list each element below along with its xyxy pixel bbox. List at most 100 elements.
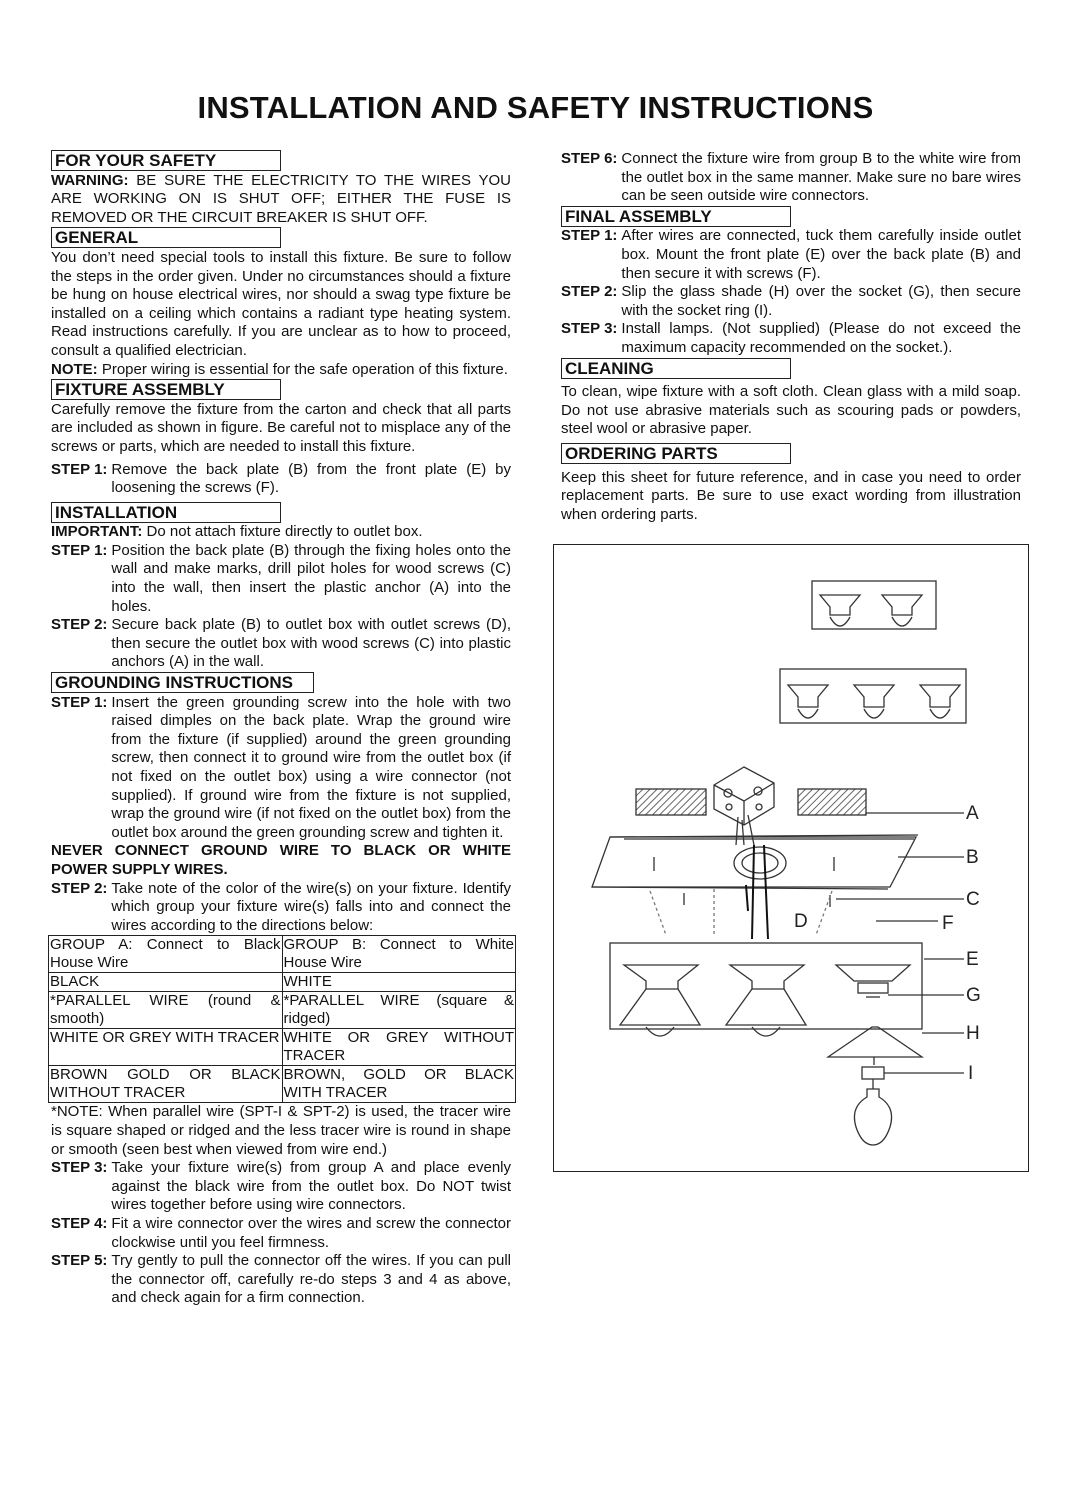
table-cell: BROWN GOLD OR BLACK WITHOUT TRACER [48, 1065, 283, 1104]
grounding-step-3: STEP 3: Take your fixture wire(s) from g… [51, 1159, 511, 1215]
step-label: STEP 3: [51, 1159, 108, 1177]
step-text: Slip the glass shade (H) over the socket… [621, 283, 1021, 319]
grounding-step-1: STEP 1: Insert the green grounding screw… [51, 694, 511, 843]
label-i: I [968, 1063, 973, 1084]
general-body: You don’t need special tools to install … [51, 248, 511, 359]
step-text: Take your fixture wire(s) from group A a… [111, 1159, 511, 1214]
guide-lines [649, 889, 833, 936]
step-label: STEP 1: [51, 460, 108, 478]
label-a: A [966, 803, 979, 824]
safety-warning: WARNING: BE SURE THE ELECTRICITY TO THE … [51, 172, 511, 228]
label-h: H [966, 1023, 980, 1044]
table-cell: *PARALLEL WIRE (round & smooth) [48, 991, 283, 1030]
fixture-assembly-text: Carefully remove the fixture from the ca… [51, 400, 511, 455]
preview-shade [918, 684, 962, 719]
socket-ring [861, 1066, 885, 1080]
cleaning-text: To clean, wipe fixture with a soft cloth… [561, 383, 1021, 438]
table-cell: WHITE OR GREY WITHOUT TRACER [281, 1028, 516, 1067]
important-text: Do not attach fixture directly to outlet… [142, 523, 423, 541]
fixture-diagram: A B C D E F G H I [553, 544, 1029, 1172]
grounding-step-6: STEP 6: Connect the fixture wire from gr… [561, 150, 1021, 206]
table-cell: BLACK [48, 972, 283, 993]
leader-lines [836, 812, 964, 1074]
wall-section [635, 788, 707, 816]
note-text: Proper wiring is essential for the safe … [97, 360, 508, 378]
final-assembly-header: FINAL ASSEMBLY [561, 205, 791, 227]
label-f: F [942, 913, 954, 934]
table-cell: WHITE OR GREY WITH TRACER [48, 1028, 283, 1067]
preview-shade [818, 594, 862, 627]
step-label: STEP 6: [561, 150, 618, 167]
step-label: STEP 2: [51, 616, 108, 634]
cleaning-header: CLEANING [561, 357, 791, 379]
note-label: NOTE: [51, 360, 98, 378]
safety-header: FOR YOUR SAFETY [51, 150, 281, 171]
table-row: *PARALLEL WIRE (round & smooth)*PARALLEL… [48, 991, 516, 1030]
final-step-1: STEP 1: After wires are connected, tuck … [561, 227, 1021, 283]
step-text: Remove the back plate (B) from the front… [111, 460, 511, 497]
glass-shade [724, 964, 808, 1037]
grounding-header: GROUNDING INSTRUCTIONS [51, 672, 314, 694]
loose-glass-shade [825, 1026, 925, 1065]
step-text: Try gently to pull the connector off the… [111, 1252, 511, 1307]
step-text: Secure back plate (B) to outlet box with… [111, 616, 511, 671]
label-c: C [966, 889, 980, 910]
fixture-step-1: STEP 1: Remove the back plate (B) from t… [51, 461, 511, 498]
step-label: STEP 2: [561, 283, 618, 301]
three-light-preview [779, 668, 967, 724]
parallel-wire-note: *NOTE: When parallel wire (SPT-I & SPT-2… [51, 1103, 511, 1158]
ordering-parts-header: ORDERING PARTS [561, 442, 791, 464]
label-g: G [966, 985, 981, 1006]
table-cell: *PARALLEL WIRE (square & ridged) [281, 991, 516, 1030]
socket [834, 964, 912, 998]
preview-shade [852, 684, 896, 719]
general-header: GENERAL [51, 227, 281, 249]
warning-label: WARNING: [51, 171, 129, 189]
grounding-step-5: STEP 5: Try gently to pull the connector… [51, 1252, 511, 1308]
step-label: STEP 2: [51, 879, 108, 897]
preview-shade [880, 594, 924, 627]
label-b: B [966, 847, 979, 868]
fixture-assembly-header: FIXTURE ASSEMBLY [51, 379, 281, 401]
table-cell: GROUP B: Connect to White House Wire [281, 935, 516, 974]
step-label: STEP 1: [561, 227, 618, 245]
ordering-parts-text: Keep this sheet for future reference, an… [561, 468, 1021, 523]
outlet-box [713, 766, 775, 846]
page-title: INSTALLATION AND SAFETY INSTRUCTIONS [197, 90, 874, 125]
warning-text: BE SURE THE ELECTRICITY TO THE WIRES YOU… [51, 171, 511, 226]
never-connect-warning: NEVER CONNECT GROUND WIRE TO BLACK OR WH… [51, 842, 511, 878]
front-plate [609, 942, 923, 1030]
general-text: You don’t need special tools to install … [51, 249, 511, 379]
step-label: STEP 1: [51, 693, 108, 711]
table-cell: WHITE [281, 972, 516, 993]
step-label: STEP 4: [51, 1214, 108, 1232]
installation-header: INSTALLATION [51, 501, 281, 523]
step-text: Position the back plate (B) through the … [111, 541, 511, 615]
glass-shade [618, 964, 702, 1037]
label-d: D [794, 911, 808, 932]
step-text: Take note of the color of the wire(s) on… [111, 879, 511, 934]
step-label: STEP 1: [51, 541, 108, 559]
installation-step-2: STEP 2: Secure back plate (B) to outlet … [51, 616, 511, 672]
step-text: Install lamps. (Not supplied) (Please do… [621, 320, 1021, 356]
step-text: Insert the green grounding screw into th… [111, 693, 511, 841]
left-column: FOR YOUR SAFETY WARNING: BE SURE THE ELE… [48, 150, 516, 1308]
step-text: Connect the fixture wire from group B to… [621, 150, 1021, 205]
final-step-3: STEP 3: Install lamps. (Not supplied) (P… [561, 320, 1021, 357]
fixture-wires [745, 844, 769, 940]
label-e: E [966, 949, 979, 970]
preview-shade [786, 684, 830, 719]
back-plate [591, 834, 919, 890]
grounding-step-4: STEP 4: Fit a wire connector over the wi… [51, 1215, 511, 1252]
installation-step-1: STEP 1: Position the back plate (B) thro… [51, 542, 511, 616]
grounding-step-2: STEP 2: Take note of the color of the wi… [51, 880, 511, 936]
step-text: After wires are connected, tuck them car… [621, 227, 1021, 282]
table-cell: BROWN, GOLD OR BLACK WITH TRACER [281, 1065, 516, 1104]
installation-important: IMPORTANT: Do not attach fixture directl… [51, 523, 511, 542]
light-bulb [853, 1079, 893, 1146]
